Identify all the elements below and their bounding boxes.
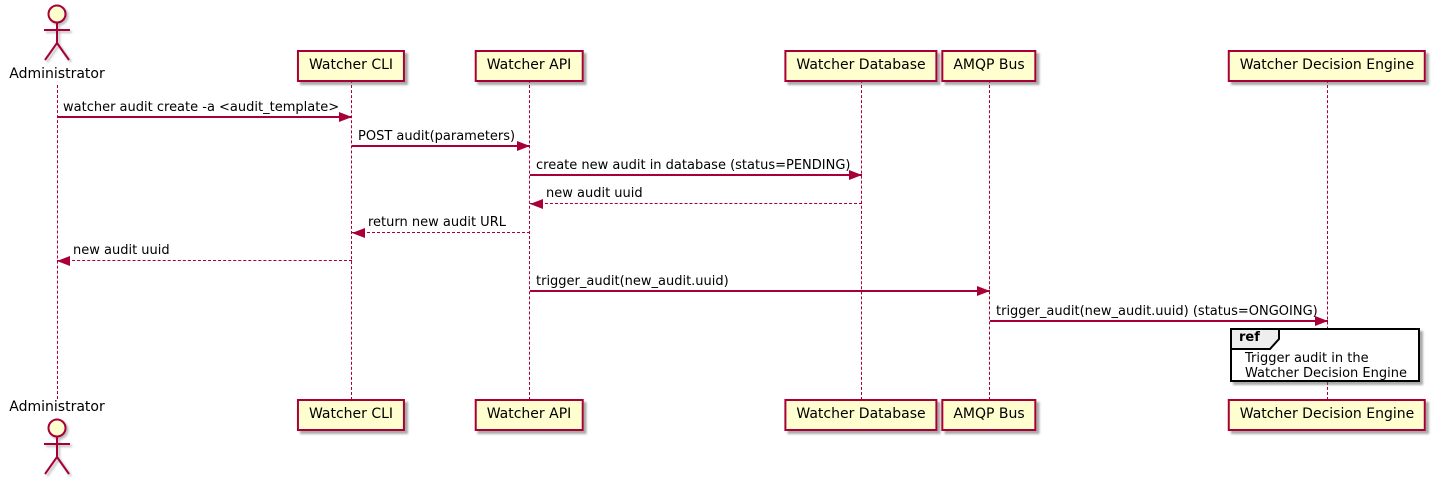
message-create-audit-db: create new audit in database (status=PEN… <box>530 156 862 180</box>
message-line <box>530 203 862 204</box>
arrowhead-icon <box>530 198 543 209</box>
message-label: new audit uuid <box>73 243 170 258</box>
actor-icon <box>44 4 70 61</box>
lifeline-watcher-database <box>861 80 862 400</box>
actor-name-bottom: Administrator <box>9 399 105 415</box>
message-audit-create: watcher audit create -a <audit_template> <box>57 98 352 122</box>
message-line <box>530 174 862 176</box>
message-label: POST audit(parameters) <box>358 129 516 144</box>
actor-name-top: Administrator <box>9 66 105 82</box>
message-return-audit-url: return new audit URL <box>352 213 530 238</box>
message-line <box>530 290 990 292</box>
message-new-audit-uuid-to-admin: new audit uuid <box>57 241 352 266</box>
message-trigger-audit: trigger_audit(new_audit.uuid) <box>530 272 990 296</box>
participant-watcher-api-top: Watcher API <box>474 50 584 82</box>
message-line <box>57 116 352 118</box>
message-new-audit-uuid-return: new audit uuid <box>530 184 862 209</box>
lifeline-watcher-api <box>529 80 530 400</box>
actor-icon <box>44 418 70 475</box>
participant-watcher-api-bottom: Watcher API <box>474 399 584 431</box>
message-label: trigger_audit(new_audit.uuid) (status=ON… <box>996 304 1318 319</box>
lifeline-amqp-bus <box>989 80 990 400</box>
actor-figure-top <box>37 3 77 69</box>
participant-watcher-decision-engine-bottom: Watcher Decision Engine <box>1227 399 1427 431</box>
ref-header: ref <box>1230 328 1288 350</box>
message-label: trigger_audit(new_audit.uuid) <box>536 274 729 289</box>
lifeline-watcher-cli <box>351 80 352 400</box>
message-label: new audit uuid <box>546 186 643 201</box>
ref-keyword: ref <box>1239 330 1260 345</box>
ref-fragment: ref Trigger audit in the Watcher Decisio… <box>1230 328 1420 382</box>
participant-amqp-bus-top: AMQP Bus <box>941 50 1037 82</box>
actor-figure-bottom <box>37 417 77 483</box>
lifeline-watcher-decision-engine <box>1327 80 1328 400</box>
participant-watcher-cli-top: Watcher CLI <box>296 50 406 82</box>
message-label: create new audit in database (status=PEN… <box>536 158 851 173</box>
message-trigger-audit-ongoing: trigger_audit(new_audit.uuid) (status=ON… <box>990 302 1328 326</box>
message-label: return new audit URL <box>368 215 506 230</box>
participant-watcher-decision-engine-top: Watcher Decision Engine <box>1227 50 1427 82</box>
arrowhead-icon <box>849 170 862 180</box>
arrowhead-icon <box>1315 316 1328 326</box>
arrowhead-icon <box>977 286 990 296</box>
message-label: watcher audit create -a <audit_template> <box>63 100 340 115</box>
ref-text-line1: Trigger audit in the <box>1245 351 1369 366</box>
participant-watcher-database-bottom: Watcher Database <box>784 399 938 431</box>
ref-text: Trigger audit in the Watcher Decision En… <box>1245 351 1407 381</box>
message-post-audit: POST audit(parameters) <box>352 127 530 151</box>
arrowhead-icon <box>339 112 352 122</box>
participant-watcher-cli-bottom: Watcher CLI <box>296 399 406 431</box>
arrowhead-icon <box>352 227 365 238</box>
arrowhead-icon <box>57 255 70 266</box>
lifeline-administrator <box>56 85 58 399</box>
ref-pentagon-icon <box>1230 328 1280 350</box>
participant-amqp-bus-bottom: AMQP Bus <box>941 399 1037 431</box>
message-line <box>990 320 1328 322</box>
message-line <box>57 260 352 261</box>
participant-watcher-database-top: Watcher Database <box>784 50 938 82</box>
arrowhead-icon <box>517 141 530 151</box>
ref-text-line2: Watcher Decision Engine <box>1245 366 1407 381</box>
message-line <box>352 232 530 233</box>
message-line <box>352 145 530 147</box>
